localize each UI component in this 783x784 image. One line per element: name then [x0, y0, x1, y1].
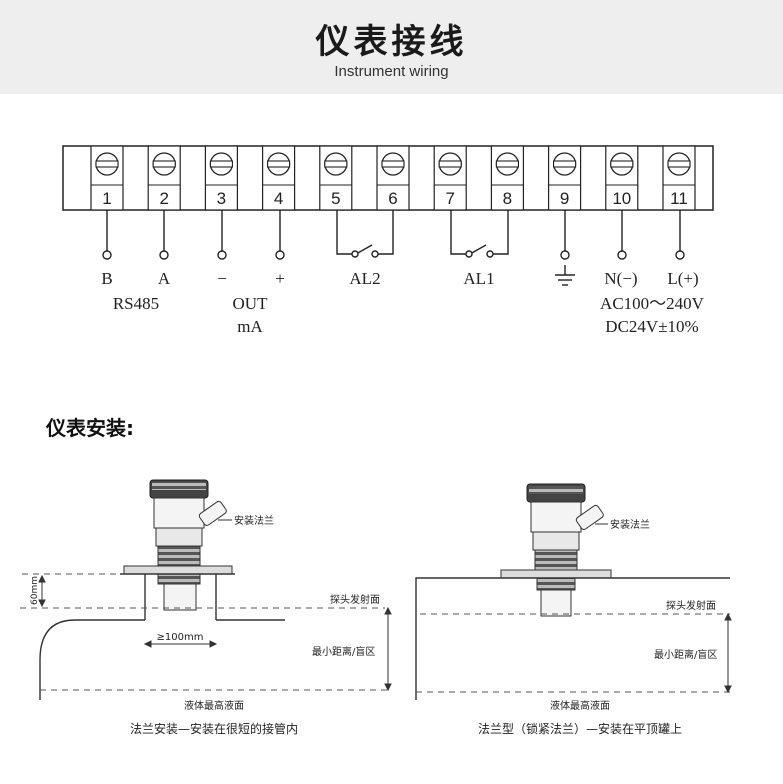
terminal-7: 7 [433, 145, 467, 211]
terminal-number: 4 [274, 189, 283, 208]
contact-n [617, 250, 627, 260]
caption-right: 法兰型（锁紧法兰）—安装在平顶罐上 [478, 721, 682, 736]
label-b: B [101, 269, 112, 288]
label-dc: DC24V±10% [605, 317, 698, 336]
label-al2: AL2 [349, 269, 380, 288]
terminal-number: 9 [560, 189, 569, 208]
terminal-5: 5 [319, 145, 353, 211]
terminal-contacts [102, 250, 685, 260]
blind-label-left: 最小距离/盲区 [312, 645, 375, 658]
terminal-number: 11 [670, 189, 688, 208]
terminal-list: 1 2 3 4 5 6 7 8 9 10 11 [90, 145, 696, 211]
relay-al2-contact-b [371, 250, 379, 258]
terminal-leads [106, 210, 681, 255]
probe-label-left: 探头发射面 [330, 593, 380, 606]
install-left: 60mm ≥100mm 安装法兰 探头发射面 最小距离/盲区 液体最高液面 法兰… [20, 479, 392, 736]
terminal-1: 1 [90, 145, 124, 211]
terminal-number: 3 [217, 189, 226, 208]
relay-al2-right [375, 210, 394, 255]
max-level-label-right: 液体最高液面 [550, 699, 610, 712]
terminal-number: 6 [388, 189, 397, 208]
contact-l [675, 250, 685, 260]
terminal-number: 8 [503, 189, 512, 208]
dim-60-left [38, 574, 46, 608]
blind-dim-right [724, 612, 732, 694]
label-minus: − [217, 269, 227, 288]
terminal-11: 11 [662, 145, 696, 211]
relay-al2-contact-a [351, 250, 359, 258]
sensor-right [500, 483, 612, 617]
flange-label-left: 安装法兰 [234, 514, 274, 527]
label-l: L(+) [667, 269, 698, 288]
terminal-9: 9 [547, 145, 582, 211]
tank-right [415, 577, 730, 700]
label-ma: mA [237, 317, 263, 336]
dim-100-left [143, 640, 218, 648]
dim-60-label: 60mm [30, 576, 40, 605]
label-plus: + [275, 269, 285, 288]
install-right: 安装法兰 探头发射面 最小距离/盲区 液体最高液面 法兰型（锁紧法兰）—安装在平… [415, 483, 732, 736]
blind-label-right: 最小距离/盲区 [654, 648, 717, 661]
label-ac: AC100～240V [600, 294, 705, 313]
install-section-title: 仪表安装: [46, 416, 134, 440]
contact-ground [560, 250, 570, 260]
ground-icon [555, 265, 575, 286]
reference-lines-right [416, 613, 730, 693]
terminal-3: 3 [204, 145, 238, 211]
caption-left: 法兰安装—安装在很短的接管内 [130, 721, 298, 736]
label-rs485: RS485 [113, 294, 159, 313]
terminal-number: 10 [612, 189, 631, 208]
contact-b [102, 250, 112, 260]
contact-plus [275, 250, 285, 260]
probe-label-right: 探头发射面 [666, 599, 716, 612]
label-al1: AL1 [463, 269, 494, 288]
flange-label-right: 安装法兰 [610, 518, 650, 531]
terminal-2: 2 [147, 145, 181, 211]
relay-al1-right [490, 210, 509, 255]
relay-al2-switch [355, 244, 373, 255]
page-title: 仪表接线 [315, 22, 468, 62]
dim-100-label: ≥100mm [157, 632, 204, 643]
relay-al1-left [450, 210, 469, 255]
contact-a [159, 250, 169, 260]
header-band: 仪表接线 Instrument wiring [0, 0, 783, 94]
blind-dim-left [384, 606, 392, 692]
max-level-label-left: 液体最高液面 [184, 699, 244, 712]
page-subtitle: Instrument wiring [334, 63, 449, 80]
label-out: OUT [233, 294, 269, 313]
terminal-4: 4 [262, 145, 296, 211]
terminal-6: 6 [376, 145, 410, 211]
sensor-left [123, 479, 233, 611]
terminal-block: 1 2 3 4 5 6 7 8 9 10 11 [62, 145, 714, 211]
reference-lines-left [20, 573, 390, 691]
label-n: N(−) [604, 269, 637, 288]
terminal-number: 7 [445, 189, 454, 208]
relay-al1-switch [469, 244, 487, 255]
tank-left [39, 573, 285, 700]
contact-minus [217, 250, 227, 260]
terminal-number: 1 [102, 189, 111, 208]
relay-al1-contact-b [486, 250, 494, 258]
terminal-number: 2 [159, 189, 168, 208]
terminal-8: 8 [490, 145, 524, 211]
terminal-10: 10 [605, 145, 639, 211]
label-a: A [158, 269, 171, 288]
relay-al2-left [336, 210, 355, 255]
relay-al1-contact-a [465, 250, 473, 258]
terminal-number: 5 [331, 189, 340, 208]
